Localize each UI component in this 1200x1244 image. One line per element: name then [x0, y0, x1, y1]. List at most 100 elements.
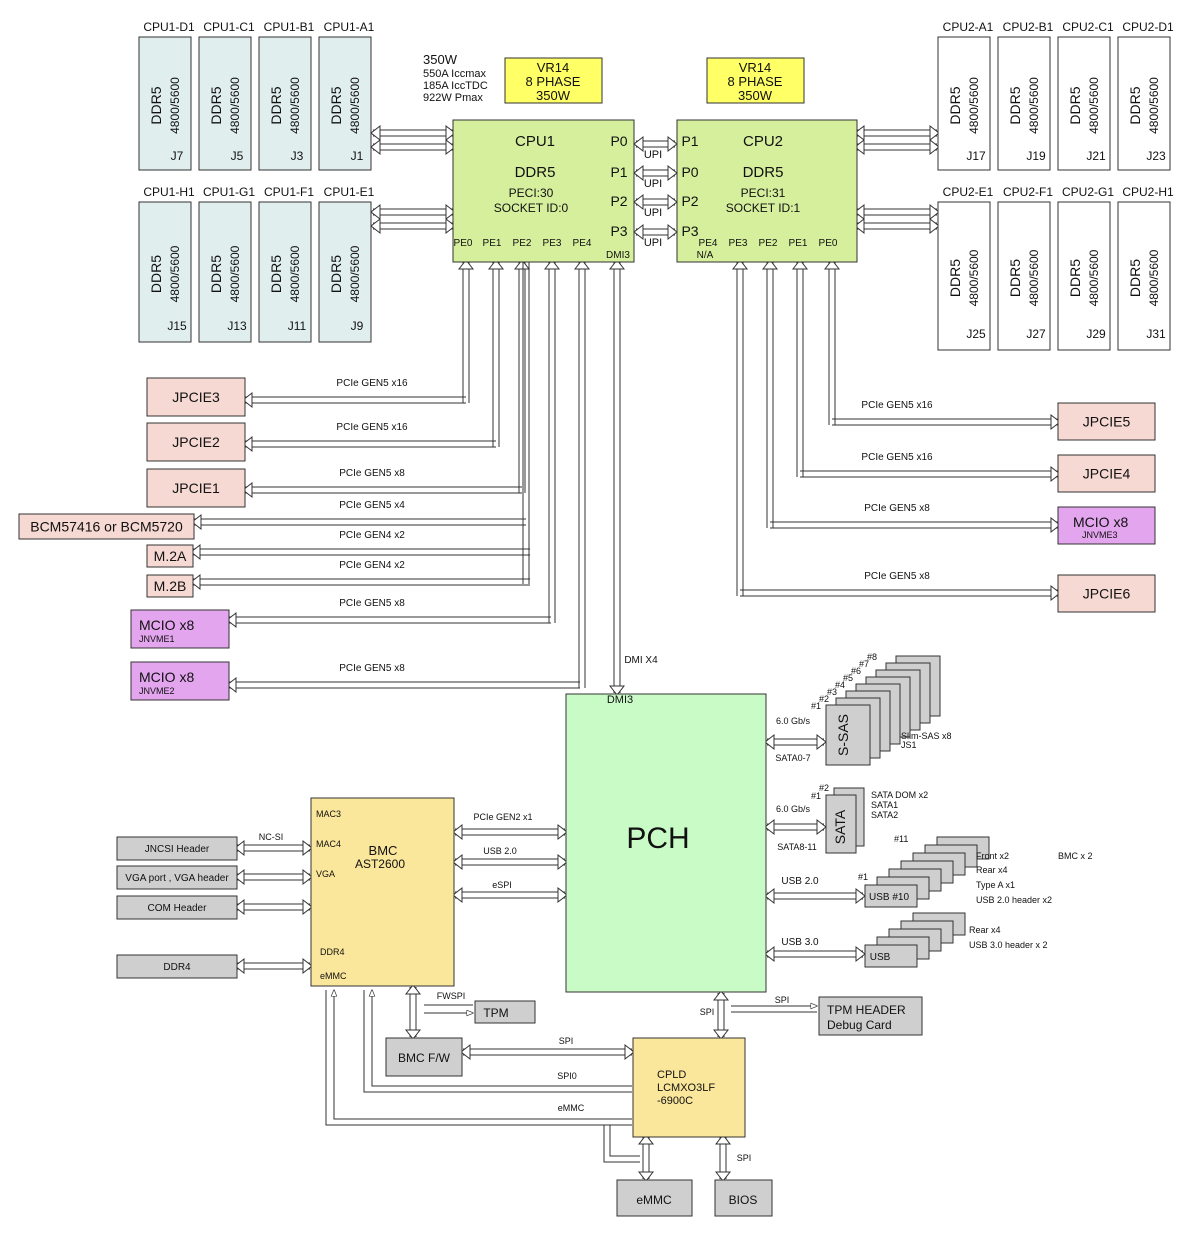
- dimm-speed: 4800/5600: [288, 245, 302, 302]
- cpu1-port: P1: [610, 164, 627, 180]
- dimm-type: DDR5: [1067, 86, 1083, 124]
- sas-num: #5: [843, 673, 853, 683]
- pcie-link-left-arrow-left: [242, 391, 253, 409]
- cpu2-port: P1: [681, 133, 698, 149]
- pcie-link-left-arrow-left: [190, 543, 201, 561]
- usb2-note: USB 2.0 header x2: [976, 895, 1052, 905]
- tpm-header-line1: TPM HEADER: [827, 1003, 906, 1017]
- sas-card: [825, 704, 871, 766]
- pcie-link-label: PCIe GEN5 x8: [864, 571, 930, 582]
- dimm-slot: [138, 36, 192, 171]
- dimm-slot: [318, 36, 372, 171]
- sas-num: #6: [851, 666, 861, 676]
- pcie-device-name: M.2B: [154, 578, 187, 594]
- dimm-speed: 4800/5600: [228, 245, 242, 302]
- mem-bus-cpu1-arrow-left: [370, 138, 381, 156]
- dimm-slot-id: J5: [231, 149, 244, 163]
- pcie-link-right-arrow-right: [1050, 516, 1061, 534]
- dimm-name: CPU1-F1: [264, 185, 314, 199]
- usb3-bus-line-arrow-left: [764, 945, 775, 963]
- bmc-left-device: [116, 865, 238, 890]
- pe-riser-cpu2-arrow-up: [731, 259, 749, 270]
- usb3-bus: USB 3.0: [781, 937, 819, 948]
- sas-num: #2: [819, 694, 829, 704]
- upi-link-arrow-left: [633, 135, 644, 153]
- dimm-type: DDR5: [268, 86, 284, 124]
- pcie-link-left-arrow-left: [242, 435, 253, 453]
- bmc-model: AST2600: [355, 857, 405, 871]
- dimm-speed: 4800/5600: [288, 77, 302, 134]
- mem-bus-cpu2-arrow-right: [929, 217, 940, 235]
- upi-link-arrow-left: [633, 164, 644, 182]
- cpu1-pe: PE4: [573, 238, 592, 249]
- cpu1-pe: PE2: [513, 238, 532, 249]
- mem-bus-cpu1-arrow-left: [370, 124, 381, 142]
- pcie-device-name: JPCIE5: [1083, 414, 1131, 430]
- cpu2-pe: PE4: [699, 238, 718, 249]
- bmc-usb-label: USB 2.0: [483, 846, 517, 856]
- cpu2-pe: PE1: [789, 238, 808, 249]
- dimm-speed: 4800/5600: [228, 77, 242, 134]
- vr-line2: 8 PHASE: [526, 74, 581, 89]
- component-boxes: [18, 36, 1171, 1217]
- dimm-slot-id: J1: [351, 149, 364, 163]
- sas-num: #4: [835, 680, 845, 690]
- cpld-bmcfw-spi-arrow-left: [460, 1043, 471, 1061]
- pcie-link-label: PCIe GEN5 x16: [861, 452, 933, 463]
- dimm-type: DDR5: [208, 86, 224, 124]
- pcie-device-left: [130, 609, 230, 649]
- mem-bus-cpu2-arrow-left: [854, 138, 865, 156]
- bmc-mac4: MAC4: [316, 839, 341, 849]
- usb2-bus-line-arrow-right: [855, 887, 866, 905]
- pcie-link-label: PCIe GEN4 x2: [339, 560, 405, 571]
- cpld-bmc-emmc: [334, 990, 632, 1120]
- pcie-device-sub: JNVME3: [1082, 530, 1118, 540]
- bmc-pcie-link-arrow-left: [452, 823, 463, 841]
- dimm-speed: 4800/5600: [1147, 249, 1161, 306]
- pcie-device-sub: JNVME1: [139, 634, 175, 644]
- dimm-type: DDR5: [268, 255, 284, 293]
- dimm-name: CPU1-B1: [264, 20, 315, 34]
- bmc-ddr4: DDR4: [320, 947, 345, 957]
- pcie-link-left-arrow-left: [191, 513, 202, 531]
- pcie-device-name: JPCIE4: [1083, 466, 1131, 482]
- bmc-espi-label: eSPI: [492, 880, 512, 890]
- dimm-type: DDR5: [1127, 86, 1143, 124]
- pch-dmi: DMI3: [607, 694, 633, 706]
- pcie-link-right-arrow-right: [1050, 584, 1061, 602]
- dimm-type: DDR5: [1127, 259, 1143, 297]
- cpu1-pe: PE0: [454, 238, 473, 249]
- sas-num: #3: [827, 687, 837, 697]
- cpld-bmc-spi0: [372, 990, 632, 1087]
- pcie-link-label: PCIe GEN5 x4: [339, 500, 405, 511]
- dmi-bus-arrow-down: [608, 685, 626, 696]
- bmc-left-link-arrow-right: [302, 868, 313, 886]
- emmc-side-wire: [609, 1125, 640, 1157]
- upi-link-arrow-right: [667, 164, 678, 182]
- pcie-device-left: [146, 377, 246, 417]
- pcie-link-label: PCIe GEN5 x8: [339, 598, 405, 609]
- usb2-label: USB #10: [869, 892, 909, 903]
- usb2-note: Type A x1: [976, 880, 1015, 890]
- sata-speed: 6.0 Gb/s: [776, 804, 811, 814]
- dimm-speed: 4800/5600: [1087, 77, 1101, 134]
- cpu2-socket: SOCKET ID:1: [726, 201, 801, 215]
- pe-riser-cpu1-arrow-up: [487, 259, 505, 270]
- sas-num: #1: [811, 701, 821, 711]
- pcie-device-sub: JNVME2: [139, 686, 175, 696]
- pch-cpld-spi-arrow-down: [712, 1029, 730, 1040]
- pcie-device-left: [146, 468, 246, 508]
- dimm-slot: [1117, 201, 1171, 351]
- sata-desc1: SATA DOM x2: [871, 790, 928, 800]
- cpu2-peci: PECI:31: [741, 186, 786, 200]
- dimm-slot-id: J19: [1026, 149, 1046, 163]
- dimm-slot: [198, 36, 252, 171]
- vr-line3: 350W: [738, 88, 773, 103]
- cpld-bmcfw-spi-arrow-right: [624, 1043, 635, 1061]
- dimm-slot: [258, 201, 312, 343]
- dimm-slot-id: J29: [1086, 327, 1106, 341]
- bmc-box: [310, 797, 455, 987]
- mem-bus-cpu1-arrow-right: [445, 217, 456, 235]
- mem-bus-cpu1-arrow-left: [370, 217, 381, 235]
- usb3-note: Rear x4: [969, 925, 1001, 935]
